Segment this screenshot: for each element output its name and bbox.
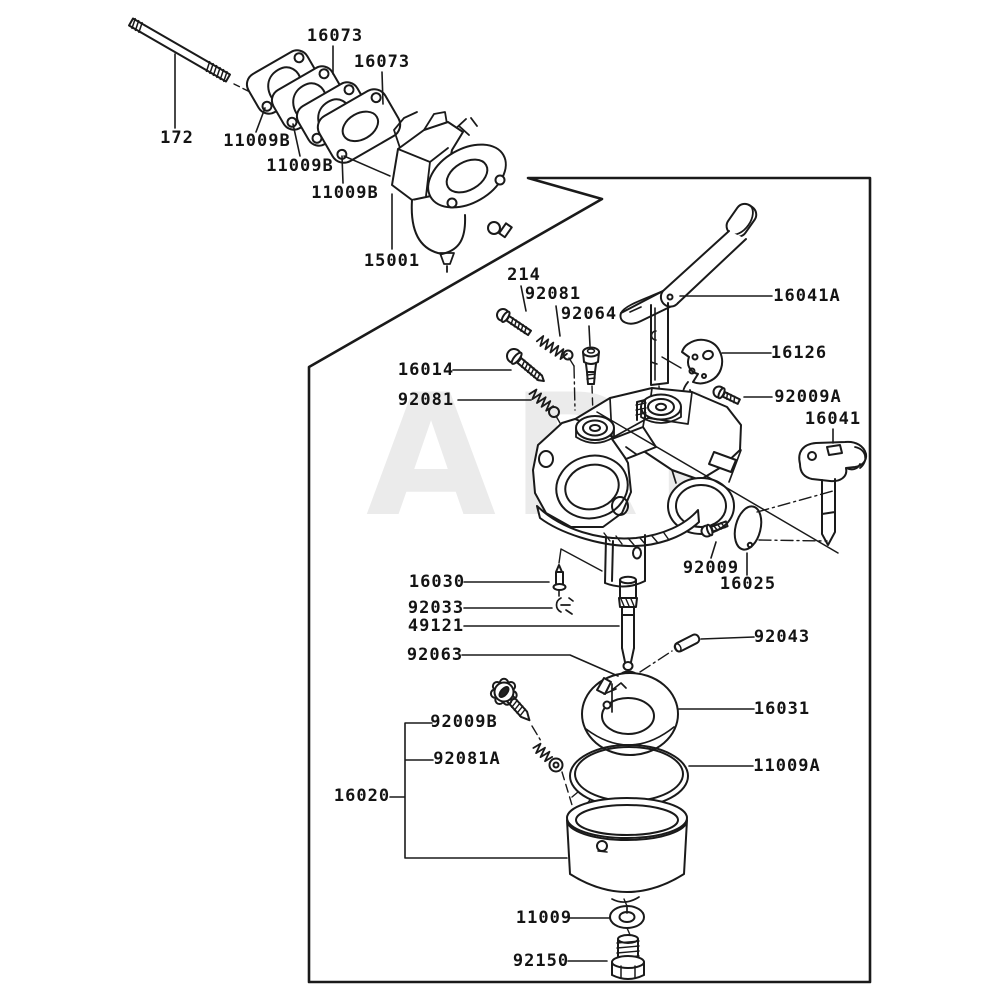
carb-assembly-15001 <box>391 111 513 273</box>
part-label-16126: 16126 <box>770 343 828 363</box>
gasket-plate-16073-2 <box>316 88 402 177</box>
part-label-11009b-3: 11009B <box>311 183 379 203</box>
screw-214-part <box>496 308 532 337</box>
spring-92081-upper <box>535 335 576 411</box>
part-label-49121: 49121 <box>407 616 465 636</box>
part-label-92009: 92009 <box>682 558 740 578</box>
choke-plate-16126 <box>681 338 724 403</box>
part-label-16020: 16020 <box>333 786 391 806</box>
part-label-92009a: 92009A <box>774 387 842 407</box>
part-label-92063: 92063 <box>406 645 464 665</box>
screw-92009-part <box>700 520 729 538</box>
part-label-11009a: 11009A <box>753 756 821 776</box>
part-label-92081-lower: 92081 <box>397 390 455 410</box>
needle-16030-part <box>552 548 603 597</box>
part-label-214: 214 <box>507 265 541 285</box>
clip-92033-part <box>555 597 574 615</box>
part-label-16041: 16041 <box>804 409 862 429</box>
part-label-15001: 15001 <box>363 251 421 271</box>
pilot-screw-92009b-part <box>489 677 542 742</box>
main-jet-49121-part <box>618 575 638 671</box>
part-label-16014: 16014 <box>397 360 455 380</box>
leader-lines-top-group <box>174 45 393 250</box>
drain-bolt-92150-part <box>611 934 645 980</box>
part-label-92064: 92064 <box>560 304 618 324</box>
part-label-92033: 92033 <box>407 598 465 618</box>
cover-plate-16025 <box>733 490 834 551</box>
screw-16014-part <box>506 348 545 383</box>
part-label-16025: 16025 <box>719 574 777 594</box>
pin-92043-part <box>639 633 701 673</box>
part-label-92081a: 92081A <box>433 749 501 769</box>
washer-11009-part <box>609 898 645 938</box>
float-bowl-part <box>566 797 688 903</box>
part-label-92043: 92043 <box>753 627 811 647</box>
part-label-16041a: 16041A <box>773 286 841 306</box>
part-label-11009b-2: 11009B <box>266 156 334 176</box>
stop-bracket-16041 <box>798 440 868 546</box>
part-label-92150: 92150 <box>512 951 570 971</box>
part-label-11009b-1: 11009B <box>223 131 291 151</box>
part-label-172: 172 <box>160 128 194 148</box>
part-label-16073-upper: 16073 <box>306 26 364 46</box>
part-label-92009b: 92009B <box>430 712 498 732</box>
carburetor-body <box>532 387 839 588</box>
leader-lines-main <box>452 285 834 962</box>
bracket-16020-lines <box>389 722 568 859</box>
part-label-11009: 11009 <box>515 908 573 928</box>
throttle-lever-16041a <box>619 202 758 402</box>
part-label-16073-lower: 16073 <box>353 52 411 72</box>
part-label-16030: 16030 <box>408 572 466 592</box>
jet-92064-part <box>582 346 600 417</box>
part-label-92081-upper: 92081 <box>524 284 582 304</box>
detail-box-border <box>307 176 872 984</box>
part-label-16031: 16031 <box>753 699 811 719</box>
float-16031-part <box>581 672 679 756</box>
stud-172-part <box>128 17 251 93</box>
screw-92009a-part <box>712 385 741 405</box>
